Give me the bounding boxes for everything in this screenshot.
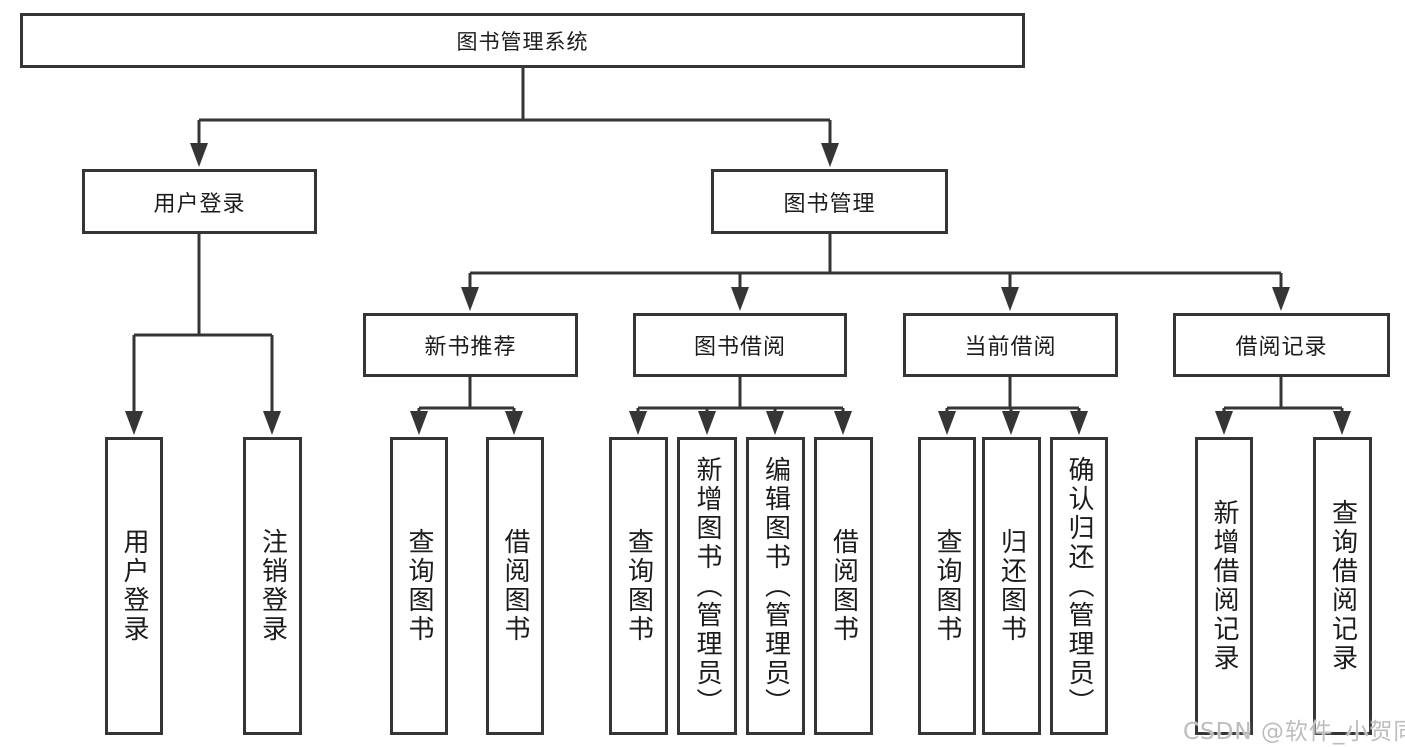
connector-book-borrow-to-children: [629, 377, 852, 435]
leaf-query-books-borrow: 查询图书: [609, 437, 668, 735]
leaf-edit-book-admin: 编辑图书（管理员）: [746, 437, 805, 735]
leaf-borrow-books: 借阅图书: [814, 437, 873, 735]
node-current-borrow: 当前借阅: [903, 313, 1118, 377]
connector-book-management-to-level3: [461, 234, 1290, 311]
connector-user-login-to-children: [125, 234, 281, 435]
leaf-add-borrow-record: 新增借阅记录: [1195, 437, 1253, 735]
node-new-book-recommend: 新书推荐: [363, 313, 578, 377]
leaf-confirm-return-admin: 确认归还（管理员）: [1050, 437, 1108, 735]
leaf-return-books: 归还图书: [982, 437, 1041, 735]
connector-root-to-level2: [190, 68, 839, 167]
node-book-borrow: 图书借阅: [633, 313, 847, 377]
connector-new-book-to-children: [410, 377, 523, 435]
csdn-watermark: CSDN @软件_小贺同学: [1183, 719, 1405, 745]
node-user-login: 用户登录: [82, 169, 317, 234]
leaf-add-book-admin: 新增图书（管理员）: [677, 437, 737, 735]
connector-borrow-record-to-children: [1215, 377, 1351, 435]
node-book-management: 图书管理: [711, 169, 948, 234]
leaf-query-books-recommend: 查询图书: [390, 437, 448, 735]
connector-current-borrow-to-children: [938, 377, 1088, 435]
node-borrow-record: 借阅记录: [1173, 313, 1390, 377]
leaf-query-borrow-record: 查询借阅记录: [1313, 437, 1372, 735]
leaf-user-login: 用户登录: [105, 437, 163, 735]
leaf-borrow-books-recommend: 借阅图书: [486, 437, 544, 735]
leaf-query-books-current: 查询图书: [918, 437, 976, 735]
node-root-system: 图书管理系统: [20, 13, 1025, 68]
leaf-logout: 注销登录: [243, 437, 302, 735]
